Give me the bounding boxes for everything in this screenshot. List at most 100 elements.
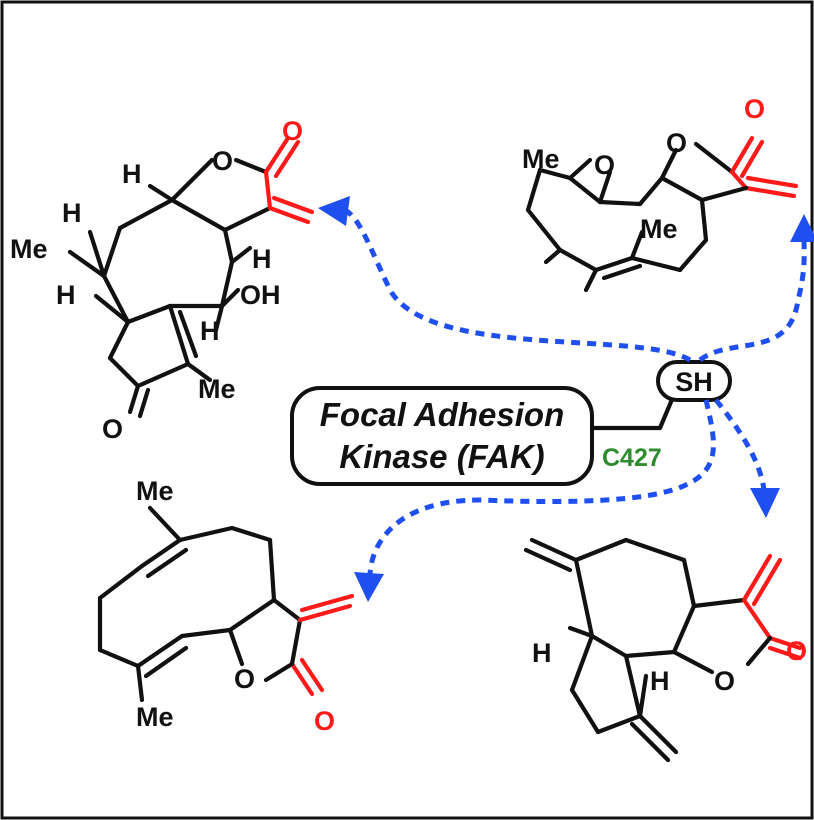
arrow-head [750,488,780,518]
arrow-head [318,196,350,226]
bond [623,653,643,719]
atom-label: O [786,636,807,666]
atom-label: O [666,128,687,158]
bond [93,293,131,325]
bond [229,245,253,265]
bond [222,227,235,265]
bond [523,547,573,573]
bond [107,319,131,361]
bond [741,597,773,641]
bond [567,625,595,639]
bond [677,237,709,273]
bond [567,175,603,205]
bond [263,135,291,175]
bond [179,627,233,639]
molecule-bottom-left: Me Me O O [97,476,355,736]
atom-label: O [234,664,255,694]
thiol-badge [656,360,732,402]
bond [699,185,749,203]
molecule-top-right: O Me O O Me [522,94,799,293]
atom-label: H [122,159,142,189]
fak-name-line1: Focal Adhesion [320,396,564,433]
bond [267,537,277,603]
fak-name-line2: Kinase (FAK) [339,438,544,475]
atom-label: O [744,94,765,124]
bond [743,185,797,199]
bond [597,199,643,207]
arrow-head [354,572,384,602]
bond [525,167,543,213]
molecule-bottom-right: H H O O [523,537,807,763]
bond [739,139,765,179]
bond [222,205,273,233]
bond [101,225,123,279]
bond [135,663,145,703]
bond [637,175,665,207]
bond [671,603,697,655]
atom-label: H [252,244,272,274]
bond [87,229,107,279]
bond [751,557,783,607]
bond [273,139,301,179]
arrow-to-top-left [343,207,692,363]
bond [143,645,189,679]
bond [629,255,683,273]
bond [135,361,191,389]
bond [299,593,355,613]
bond [219,259,235,309]
bond [629,721,671,763]
atom-label: Me [522,144,560,174]
bond [583,267,599,293]
atom-label: O [212,146,233,176]
bond [177,525,235,543]
arrow-to-top-right [698,237,807,363]
bond [557,247,599,273]
bond [227,627,245,667]
atom-label: Me [10,234,48,264]
bond [623,537,687,563]
atom-label: H [56,280,76,310]
bond [139,537,183,569]
bond [525,207,563,253]
bond [97,647,141,669]
cysteine-linker [589,387,679,431]
bond [681,557,697,609]
atom-label: O [314,706,335,736]
arrow-head [790,214,814,242]
fak-box [290,386,594,486]
bond [671,649,715,675]
bond [219,287,241,309]
bond [659,147,679,181]
bond [597,169,613,205]
bond [529,537,579,563]
bond [537,167,573,181]
atom-label: H [650,666,670,696]
residue-label: C427 [602,444,662,472]
bond [593,255,635,273]
bond [595,713,643,735]
bond [107,355,141,389]
atom-label: O [282,116,303,146]
bond [569,687,601,735]
bond [169,197,228,233]
bond [745,635,773,667]
bond [745,175,799,189]
atom-label: H [62,198,82,228]
bond [229,525,273,543]
bond [589,633,629,659]
bond [767,645,803,661]
bond [569,633,595,693]
bond [297,603,353,623]
bond [263,169,273,211]
bond [573,557,595,639]
bond [67,249,107,279]
bond [767,635,803,651]
molecule-top-left: H O O H Me H H OH H Me O [10,116,315,444]
atom-label: H [532,638,552,668]
atom-label: O [102,414,123,444]
atom-label: Me [136,702,174,732]
atom-label: Me [198,374,236,404]
bond [147,505,183,543]
atom-label: OH [240,280,281,310]
bond [125,303,173,325]
